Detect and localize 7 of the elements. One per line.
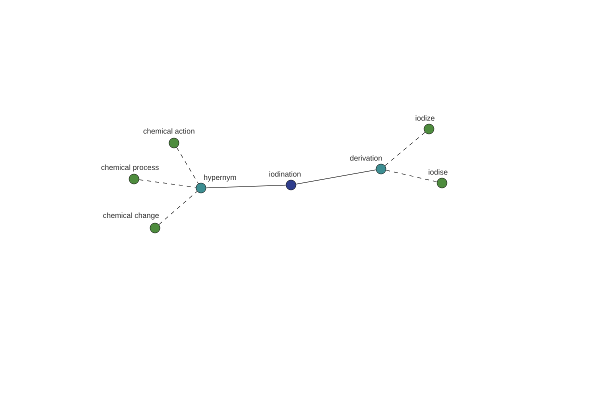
- dashed-connector: [158, 191, 198, 225]
- connector: [206, 184, 286, 188]
- dashed-connector: [176, 147, 199, 184]
- connector: [296, 170, 376, 184]
- dashed-connector: [386, 170, 438, 182]
- dashed-connector: [384, 132, 426, 166]
- dashed-connector: [138, 179, 196, 188]
